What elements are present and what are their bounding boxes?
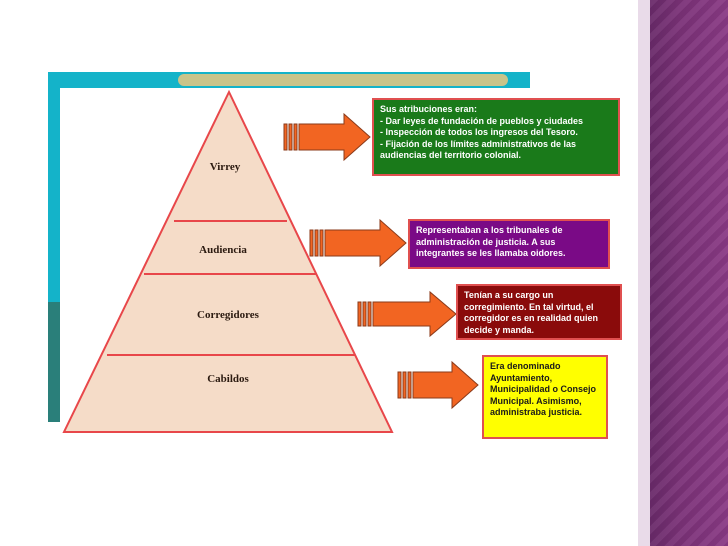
pyramid-label-corregidores: Corregidores <box>197 309 259 321</box>
description-box-corregidores: Tenían a su cargo un corregimiento. En t… <box>456 284 622 340</box>
description-box-cabildos: Era denominado Ayuntamiento, Municipalid… <box>482 355 608 439</box>
arrow-virrey <box>283 112 371 162</box>
map-land-strip <box>178 74 508 86</box>
description-box-audiencia: Representaban a los tribunales de admini… <box>408 219 610 269</box>
arrow-corregidores <box>357 290 457 338</box>
pyramid-label-audiencia: Audiencia <box>199 244 247 256</box>
pyramid-label-virrey: Virrey <box>209 161 241 173</box>
pyramid-label-cabildos: Cabildos <box>207 373 249 385</box>
pyramid-shape <box>62 89 394 433</box>
description-box-virrey: Sus atribuciones eran: - Dar leyes de fu… <box>372 98 620 176</box>
side-stripe <box>638 0 650 546</box>
side-decorative-band <box>650 0 728 546</box>
arrow-audiencia <box>309 218 407 268</box>
arrow-cabildos <box>397 360 479 410</box>
